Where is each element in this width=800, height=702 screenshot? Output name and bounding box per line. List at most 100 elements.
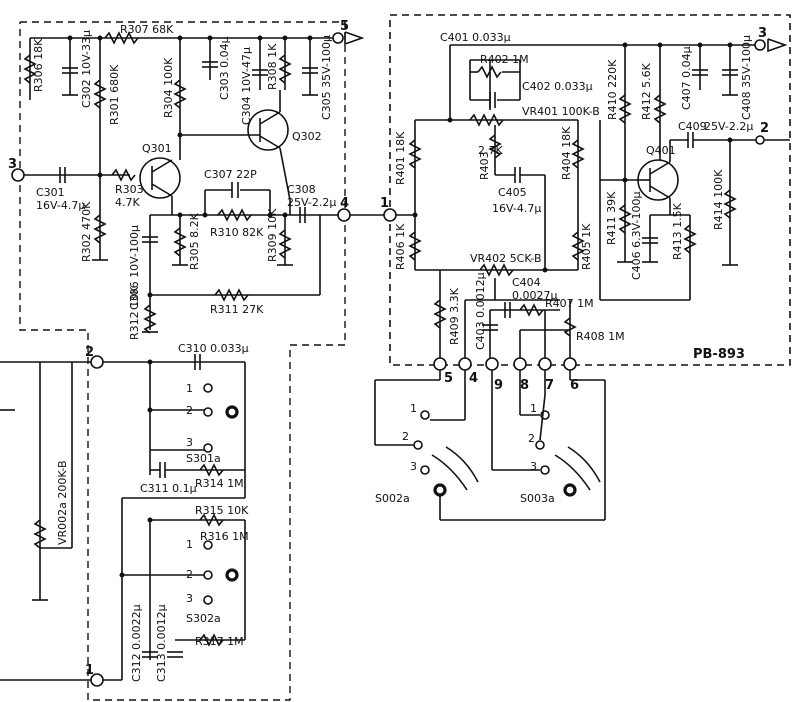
- board-id: PB-893: [693, 347, 745, 362]
- label-R312: R312 10K: [128, 286, 141, 340]
- connector-pin-7: [538, 357, 552, 371]
- label-C403: C403 0.0012μ: [474, 272, 487, 350]
- label-R314: R314 1M: [195, 477, 244, 490]
- resistor-R314: [199, 463, 224, 477]
- resistor-R309: [278, 229, 292, 259]
- switch-position-label: 2: [186, 568, 193, 581]
- junction: [177, 132, 183, 138]
- resistor-R303: [111, 168, 136, 182]
- junction: [282, 212, 288, 218]
- label-S301: S301a: [186, 452, 221, 465]
- label-C301: C301: [36, 186, 65, 199]
- label-C405-value: 16V-4.7μ: [492, 202, 541, 215]
- label-R401: R401 18K: [394, 131, 407, 185]
- label-C312: C312 0.0022μ: [130, 604, 143, 682]
- label-C406: C406 6.3V-100μ: [630, 191, 643, 280]
- switch-wiper: [431, 454, 468, 491]
- label-R316: R316 1M: [200, 530, 249, 543]
- wire: [539, 394, 546, 441]
- label-C409-value: 25V-2.2μ: [704, 120, 753, 133]
- resistor-R413: [683, 224, 697, 254]
- resistor-R404: [571, 139, 585, 169]
- switch-position-label: 2: [186, 404, 193, 417]
- resistor-R302: [93, 214, 107, 244]
- label-R413: R413 1.5K: [671, 202, 684, 260]
- switch-position-label: 1: [530, 402, 537, 415]
- terminal-3-right: [754, 39, 766, 51]
- switch-contact: [420, 465, 430, 475]
- transistor-Q301: [139, 157, 181, 199]
- terminal-label: 2: [760, 121, 769, 136]
- board-outline-left: [19, 21, 346, 701]
- label-C404-value: 0.0027μ: [512, 289, 558, 302]
- switch-contact: [203, 540, 213, 550]
- label-R306: R306 18K: [32, 38, 45, 92]
- label-R414: R414 100K: [712, 169, 725, 230]
- label-C302: C302 10V-33μ: [80, 30, 93, 108]
- label-R410: R410 220K: [606, 59, 619, 120]
- label-R302: R302 470K: [80, 201, 93, 262]
- label-R307: R307 68K: [120, 23, 174, 36]
- label-S002: S002a: [375, 492, 410, 505]
- resistor-R311: [214, 288, 249, 302]
- label-R409: R409 3.3K: [448, 287, 461, 345]
- junction: [177, 212, 183, 218]
- pin-label: 8: [520, 378, 529, 393]
- junction: [282, 35, 288, 41]
- connector-pin-6: [563, 357, 577, 371]
- switch-contact: [540, 465, 550, 475]
- label-C313: C313 0.0012μ: [155, 604, 168, 682]
- resistor-R410: [618, 94, 632, 124]
- label-C405: C405: [498, 186, 527, 199]
- connector-pin-9: [485, 357, 499, 371]
- label-R408: R408 1M: [576, 330, 625, 343]
- switch-contact: [535, 440, 545, 450]
- resistor-R405: [571, 231, 585, 261]
- switch-position-label: 3: [186, 592, 193, 605]
- resistor-R307: [104, 31, 139, 45]
- label-C402: C402 0.033μ: [522, 80, 593, 93]
- label-C308-value: 25V-2.2μ: [287, 196, 336, 209]
- wire: [151, 159, 173, 173]
- label-C304: C304 10V-47μ: [240, 47, 253, 125]
- label-C308: C308: [287, 183, 316, 196]
- wire: [259, 135, 281, 149]
- resistor-R408: [563, 317, 577, 337]
- label-R315: R315 10K: [195, 504, 249, 517]
- switch-position-label: 3: [410, 460, 417, 473]
- switch-contact: [203, 570, 213, 580]
- label-C305: C305 35V-100μ: [320, 35, 333, 120]
- switch-position-label: 1: [186, 538, 193, 551]
- switch-contact: [203, 407, 213, 417]
- junction: [267, 212, 273, 218]
- resistor-R308: [278, 54, 292, 84]
- label-R310: R310 82K: [210, 226, 264, 239]
- resistor-R315: [199, 513, 224, 527]
- wire: [279, 147, 291, 201]
- junction: [697, 42, 703, 48]
- label-C310: C310 0.033μ: [178, 342, 249, 355]
- label-Q401: Q401: [646, 144, 676, 157]
- resistor-R414: [723, 189, 737, 219]
- switch-position-label: 2: [528, 432, 535, 445]
- potentiometer-VR401: [469, 113, 504, 127]
- junction: [97, 35, 103, 41]
- terminal-label: 3: [8, 157, 17, 172]
- switch-wiper: [554, 454, 591, 491]
- label-C407: C407 0.04μ: [680, 46, 693, 110]
- label-S302: S302a: [186, 612, 221, 625]
- label-R406: R406 1K: [394, 223, 407, 270]
- connector-pin-4: [458, 357, 472, 371]
- junction: [97, 172, 103, 178]
- switch-position-label: 3: [530, 460, 537, 473]
- junction: [147, 292, 153, 298]
- label-R308: R308 1K: [266, 43, 279, 90]
- label-R303-value: 4.7K: [115, 196, 140, 209]
- wire: [259, 111, 281, 125]
- junction: [307, 35, 313, 41]
- switch-common: [563, 483, 577, 497]
- switch-contact: [203, 443, 213, 453]
- label-R411: R411 39K: [605, 191, 618, 245]
- arrow-out: [344, 31, 365, 46]
- junction: [622, 42, 628, 48]
